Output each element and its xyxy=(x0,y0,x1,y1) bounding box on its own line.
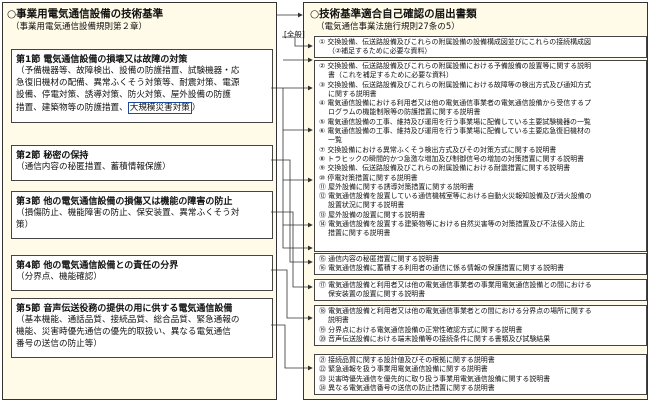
document-item: ① 交換設備、伝送路設備及びこれらの附属設備の設備構成図並びにこれらの接続構成図 xyxy=(319,38,591,46)
document-item: ⑦ 交換設備における異常ふくそう検出方式及びその対策方式に関する説明書 xyxy=(319,145,557,154)
document-item: ⑫ 電気通信設備を設置している通信機械室等における自動火災報知設備及び消火設備の xyxy=(319,192,592,201)
document-item: ⑭ 電気通信設備を設置する建築物等における自然災害等の対策措置及び不法侵入防止 xyxy=(319,220,585,229)
section-4-title: 第4節 他の電気通信設備との責任の分界 xyxy=(16,261,179,271)
document-item: ㉓ 災害時優先通信を優先的に取り扱う事業用電気通信設備に関する説明書 xyxy=(319,374,551,383)
section-1-box: 第1節 電気通信設備の損壊又は故障の対策 （予備機器等、故障検出、設備の防護措置… xyxy=(11,49,273,123)
document-group-section-3: ⑰ 電気通信設備と利用者又は他の電気通信事業者の事業用電気通信設備との間における… xyxy=(314,279,647,301)
document-item: 説明書 xyxy=(328,316,349,325)
document-item: ログラムの機能制限等の防護措置に関する説明書 xyxy=(328,108,481,117)
document-item: ⑧ トラヒックの瞬間的かつ急激な増加及び制御信号の増加の対策措置に関する説明書 xyxy=(319,154,585,163)
document-item: ② 交換設備、伝送路設備及びこれらの附属設備における予備設備の設置等に関する説明 xyxy=(319,62,592,70)
section-1-title: 第1節 電気通信設備の損壊又は故障の対策 xyxy=(16,55,188,65)
technical-standards-panel: ○事業用電気通信設備の技術基準 （事業用電気通信設備規則第２章） 第1節 電気通… xyxy=(2,2,277,400)
disaster-countermeasure-highlight: 大規模災害対策 xyxy=(127,101,192,114)
left-panel-title: ○事業用電気通信設備の技術基準 xyxy=(7,8,164,20)
document-item: 保安装置の設置に関する説明書 xyxy=(328,290,426,299)
section-1-line-1: （予備機器等、故障検出、設備の防護措置、試験機器・応 xyxy=(16,66,240,76)
document-item: ⑪ 屋外設備に関する誘導対策措置に関する説明書 xyxy=(319,182,474,191)
notification-documents-panel: ○技術基準適合自己確認の届出書類 （電気通信事業法施行規則27条の5） ① 交換… xyxy=(303,2,648,400)
document-group-general: ① 交換設備、伝送路設備及びこれらの附属設備の設備構成図並びにこれらの接続構成図… xyxy=(314,36,647,58)
document-item: ⑮ 通信内容の秘匿措置に関する説明書 xyxy=(319,255,440,263)
right-panel-title: ○技術基準適合自己確認の届出書類 xyxy=(310,8,477,20)
section-3-line-2: 策） xyxy=(16,220,34,231)
connector-section-2 xyxy=(271,159,313,265)
document-item: に関する説明書 xyxy=(328,89,377,98)
right-panel-subtitle: （電気通信事業法施行規則27条の5） xyxy=(316,22,460,32)
section-1-line-3: 設備、停電対策、誘導対策、防火対策、屋外設備の防護 xyxy=(16,90,231,101)
document-item: ⑬ 屋外設備の設置に関する説明書 xyxy=(319,210,426,219)
document-item: ⑱ 電気通信設備と利用者又は他の電気通信事業者との間における分界点の場所に関する xyxy=(319,307,592,315)
document-item: ⑳ 音声伝送設備における端末設備等の接続条件に関する書類及び試験結果 xyxy=(319,334,551,343)
document-item: ⑲ 分界点における電気通信設備の正常性確認方式に関する説明書 xyxy=(319,325,523,334)
section-2-box: 第2節 秘密の保持 （通信内容の秘匿措置、蓄積情報保護） xyxy=(11,145,273,181)
section-2-line-1: （通信内容の秘匿措置、蓄積情報保護） xyxy=(16,162,171,172)
connector-general xyxy=(282,36,313,49)
section-3-title: 第3節 他の電気通信設備の損傷又は機能の障害の防止 xyxy=(16,197,233,207)
document-item: 一覧 xyxy=(328,136,342,145)
section-3-box: 第3節 他の電気通信設備の損傷又は機能の障害の防止 （損傷防止、機能障害の防止、… xyxy=(11,191,273,239)
section-1-line-4-tail: ） xyxy=(191,102,201,113)
left-panel-subtitle: （事業用電気通信設備規則第２章） xyxy=(11,22,148,32)
document-group-section-4: ⑱ 電気通信設備と利用者又は他の電気通信事業者との間における分界点の場所に関する… xyxy=(314,305,647,346)
document-item: 書（これを補足するために必要な資料） xyxy=(328,71,453,80)
document-item: ㉒ 緊急通報を扱う事業用電気通信設備に関する説明書 xyxy=(319,365,488,374)
section-5-line-1: （基本機能、通話品質、接続品質、総合品質、緊急通報の xyxy=(16,315,240,325)
document-item: （②補足するために必要な資料） xyxy=(328,47,432,56)
connector-section-1-main xyxy=(271,87,313,251)
section-3-line-1: （損傷防止、機能障害の防止、保安装置、異常ふくそう対 xyxy=(16,208,240,218)
document-item: ㉑ 接続品質に関する設計値及びその根拠に関する説明書 xyxy=(319,356,495,364)
document-item: ⑨ 交換設備、伝送路設備及びこれらの附属設備における耐震措置に関する説明書 xyxy=(319,164,571,173)
section-1-line-4-text: 措置、建築物等の防護措置、 xyxy=(16,102,128,113)
document-group-section-1: ② 交換設備、伝送路設備及びこれらの附属設備における予備設備の設置等に関する説明… xyxy=(314,60,647,252)
section-2-title: 第2節 秘密の保持 xyxy=(16,151,89,161)
section-1-line-2: 急復旧機材の配備、異常ふくそう対策等、耐震対策、電源 xyxy=(16,78,240,89)
document-item: ⑥ 電気通信設備の工事、維持及び運用を行う事業場に配備している主要応急復旧機材の xyxy=(319,127,591,136)
document-item: ③ 交換設備、伝送路設備及びこれらの附属設備における故障等の検出方式及び通知方式 xyxy=(319,80,592,89)
section-5-box: 第5節 音声伝送役務の提供の用に供する電気通信設備 （基本機能、通話品質、接続品… xyxy=(11,298,273,358)
section-5-title: 第5節 音声伝送役務の提供の用に供する電気通信設備 xyxy=(16,304,233,314)
document-item: 設置状況に関する説明書 xyxy=(328,201,405,210)
general-arrow-label: [全般] xyxy=(284,30,305,39)
document-item: ⑰ 電気通信設備と利用者又は他の電気通信事業者の事業用電気通信設備との間における xyxy=(319,281,592,289)
section-1-line-4: 措置、建築物等の防護措置、大規模災害対策） xyxy=(16,101,268,114)
document-item: ⑤ 電気通信設備の工事、維持及び運用を行う事業場に配備している主要試験機器の一覧 xyxy=(319,117,591,126)
document-item: ④ 電気通信設備における利用者又は他の電気通信事業者の電気通信設備から受信するプ xyxy=(319,99,592,108)
section-5-line-3: 番号の送信の防止等） xyxy=(16,339,102,350)
connector-section-3 xyxy=(271,211,313,290)
section-4-box: 第4節 他の電気通信設備との責任の分界 （分界点、機能確認） xyxy=(11,255,273,291)
connector-section-5 xyxy=(271,324,313,371)
document-item: ⑯ 電気通信設備に蓄積する利用者の通信に係る情報の保護措置に関する説明書 xyxy=(319,264,565,273)
section-5-line-2: 機能、災害時優先通信の優先的取扱い、異なる電気通信 xyxy=(16,327,231,338)
document-item: ㉔ 異なる電気通信番号の送信の防止措置に関する説明書 xyxy=(319,383,495,392)
section-4-line-1: （分界点、機能確認） xyxy=(16,272,102,282)
document-item: 措置に関する説明書 xyxy=(328,229,391,238)
connector-section-4 xyxy=(271,269,313,321)
document-item: ⑩ 停電対策措置に関する説明書 xyxy=(319,173,418,182)
